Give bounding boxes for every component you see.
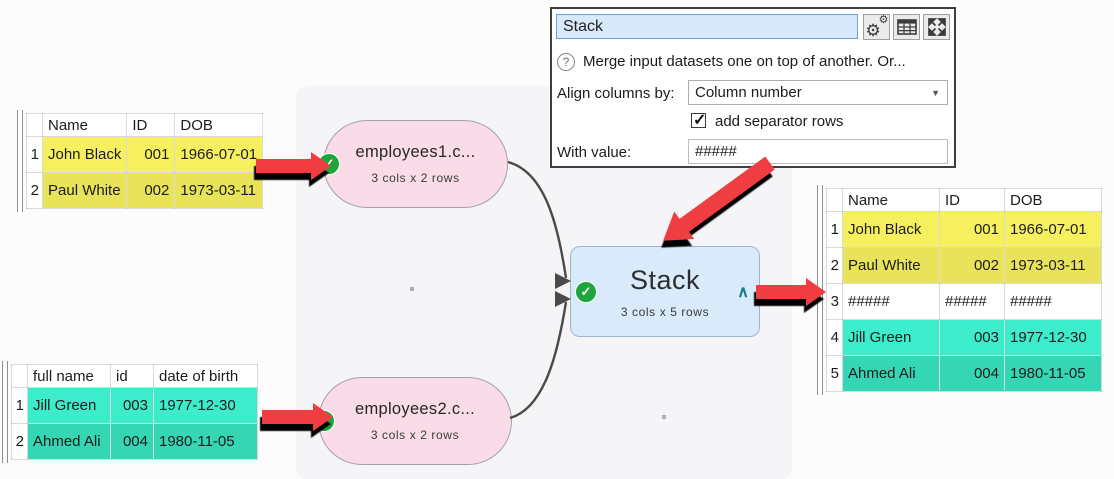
column-header: Name bbox=[842, 188, 940, 212]
row-number: 4 bbox=[826, 319, 843, 356]
check-icon: ✓ bbox=[318, 153, 340, 175]
row-number: 1 bbox=[826, 211, 843, 248]
stack-settings-panel: ⚙ ⚙ ? M bbox=[550, 7, 956, 168]
expand-icon bbox=[927, 18, 946, 36]
row-number-header bbox=[26, 113, 43, 137]
table-cell: 1977-12-30 bbox=[1004, 319, 1102, 356]
table-cell: 1980-11-05 bbox=[1004, 355, 1102, 392]
table-cell: Jill Green bbox=[27, 387, 111, 424]
table-cell: John Black bbox=[842, 211, 940, 248]
column-header: full name bbox=[27, 364, 111, 388]
column-header: ID bbox=[939, 188, 1005, 212]
node-title: employees2.c... bbox=[354, 400, 476, 418]
node-subtitle: 3 cols x 5 rows bbox=[620, 304, 710, 319]
canvas-grid-dot bbox=[410, 287, 414, 291]
column-header: ID bbox=[126, 113, 176, 137]
help-icon[interactable]: ? bbox=[557, 53, 575, 71]
table-cell: 001 bbox=[126, 136, 176, 173]
check-icon: ✓ bbox=[575, 280, 597, 303]
table-cell: 1966-07-01 bbox=[174, 136, 264, 173]
row-number: 2 bbox=[826, 247, 843, 284]
column-header: DOB bbox=[1004, 188, 1102, 212]
table-cell: 004 bbox=[939, 355, 1005, 392]
align-columns-select[interactable]: Column number ▼ bbox=[688, 80, 948, 105]
column-header: DOB bbox=[174, 113, 264, 137]
table-cell: ##### bbox=[939, 283, 1005, 320]
table-row: 3############### bbox=[826, 283, 1102, 320]
node-employees2[interactable]: ✓ employees2.c... 3 cols x 2 rows bbox=[313, 377, 512, 465]
align-columns-label: Align columns by: bbox=[557, 85, 675, 102]
row-number: 3 bbox=[826, 283, 843, 320]
node-subtitle: 3 cols x 2 rows bbox=[371, 171, 460, 185]
table-cell: 1977-12-30 bbox=[153, 387, 258, 424]
transform-description: Merge input datasets one on top of anoth… bbox=[583, 53, 906, 70]
table-view-button[interactable] bbox=[893, 14, 920, 40]
node-stack[interactable]: ✓ Stack 3 cols x 5 rows ∧ bbox=[570, 246, 760, 337]
table-cell: 002 bbox=[126, 172, 176, 209]
table-cell: Paul White bbox=[41, 172, 128, 209]
node-subtitle: 3 cols x 2 rows bbox=[370, 428, 460, 442]
table-cell: 002 bbox=[939, 247, 1005, 284]
column-header: id bbox=[110, 364, 154, 388]
table-cell: 003 bbox=[939, 319, 1005, 356]
align-columns-value: Column number bbox=[695, 84, 802, 101]
row-number: 5 bbox=[826, 355, 843, 392]
gear-icon: ⚙ ⚙ bbox=[865, 14, 889, 40]
table-cell: 003 bbox=[110, 387, 154, 424]
table-cell: Ahmed Ali bbox=[27, 423, 111, 460]
chevron-down-icon: ▼ bbox=[931, 87, 940, 98]
table-cell: 001 bbox=[939, 211, 1005, 248]
expand-panel-button[interactable] bbox=[923, 14, 950, 40]
settings-gear-button[interactable]: ⚙ ⚙ bbox=[863, 14, 890, 40]
table-cell: ##### bbox=[842, 283, 940, 320]
table-cell: Paul White bbox=[842, 247, 940, 284]
table-cell: 1980-11-05 bbox=[153, 423, 258, 460]
node-title: employees1.c... bbox=[355, 143, 476, 161]
with-value-label: With value: bbox=[557, 144, 632, 161]
table-cell: 1966-07-01 bbox=[1004, 211, 1102, 248]
row-number: 1 bbox=[26, 136, 43, 173]
canvas-grid-dot bbox=[662, 415, 666, 419]
add-separator-checkbox[interactable]: ✓ bbox=[691, 112, 707, 129]
with-value-input[interactable] bbox=[688, 139, 948, 164]
row-number: 2 bbox=[11, 423, 28, 460]
check-icon: ✓ bbox=[313, 410, 335, 432]
table-cell: ##### bbox=[1004, 283, 1102, 320]
row-number-header bbox=[11, 364, 28, 388]
add-separator-label: add separator rows bbox=[715, 113, 844, 130]
table-cell: Ahmed Ali bbox=[842, 355, 940, 392]
column-header: Name bbox=[41, 113, 128, 137]
check-icon: ✓ bbox=[693, 112, 707, 129]
table-cell: Jill Green bbox=[842, 319, 940, 356]
table-icon bbox=[896, 19, 917, 35]
table-cell: 1973-03-11 bbox=[1004, 247, 1102, 284]
table-cell: 1973-03-11 bbox=[174, 172, 264, 209]
column-header: date of birth bbox=[153, 364, 258, 388]
row-number-header bbox=[826, 188, 843, 212]
table-cell: 004 bbox=[110, 423, 154, 460]
transform-name-input[interactable] bbox=[556, 14, 858, 39]
collapse-caret-icon[interactable]: ∧ bbox=[737, 283, 749, 301]
node-employees1[interactable]: ✓ employees1.c... 3 cols x 2 rows bbox=[318, 120, 508, 208]
node-title: Stack bbox=[629, 264, 701, 295]
row-number: 1 bbox=[11, 387, 28, 424]
row-number: 2 bbox=[26, 172, 43, 209]
table-cell: John Black bbox=[41, 136, 128, 173]
